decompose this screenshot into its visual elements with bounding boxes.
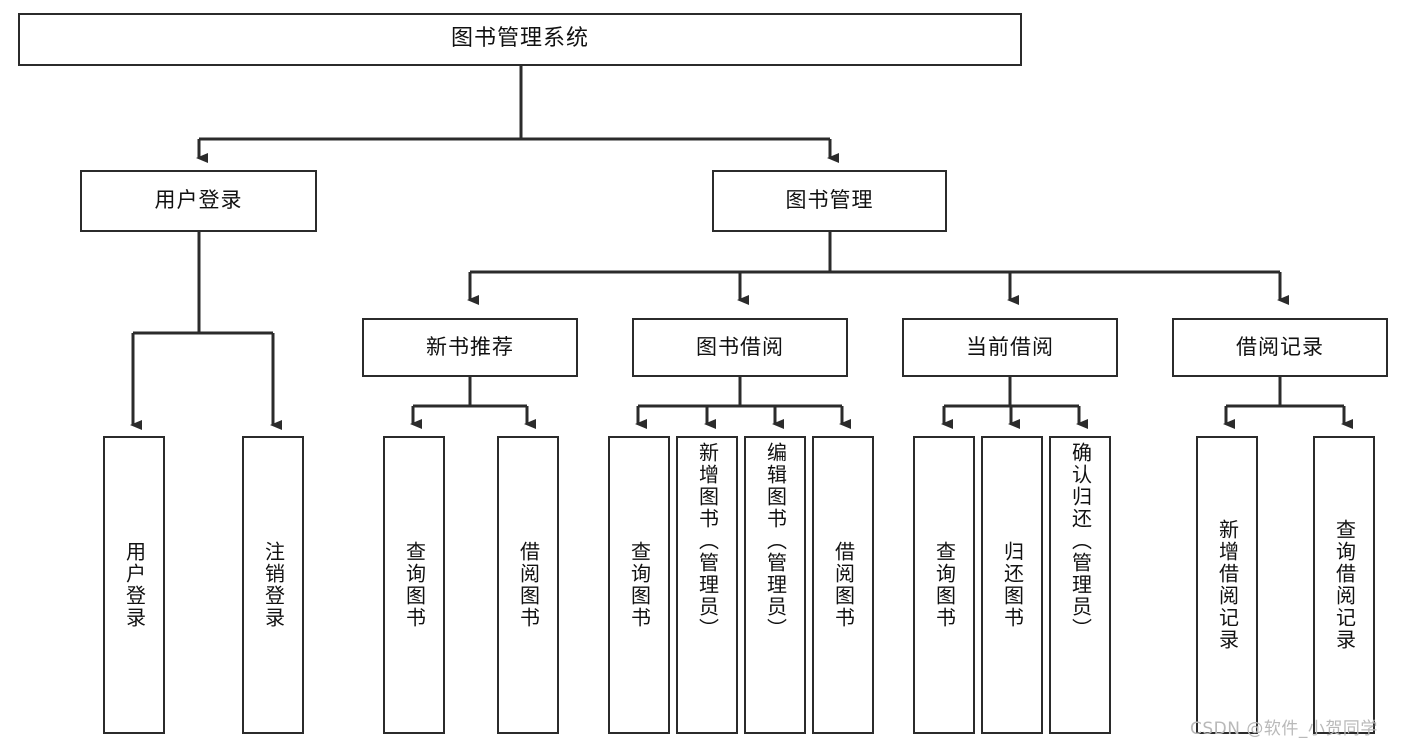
node-book-borrow[interactable]: 图书借阅	[632, 318, 848, 377]
watermark: CSDN @软件_小贺同学	[1190, 719, 1378, 739]
node-user-login[interactable]: 用户登录	[80, 170, 317, 232]
leaf-current-confirm-return-admin[interactable]: 确认归还（管理员）	[1049, 436, 1111, 734]
leaf-inner: 查询图书	[915, 438, 973, 732]
leaf-recommend-borrow-book-label: 借阅图书	[516, 541, 541, 629]
node-current-borrow[interactable]: 当前借阅	[902, 318, 1118, 377]
leaf-inner: 用户登录	[105, 438, 163, 732]
leaf-inner: 注销登录	[244, 438, 302, 732]
leaf-borrow-add-book-admin-label: 新增图书（管理员）	[695, 442, 720, 640]
node-book-borrow-label: 图书借阅	[696, 334, 784, 359]
node-root-system[interactable]: 图书管理系统	[18, 13, 1022, 66]
node-borrow-record-label: 借阅记录	[1236, 334, 1324, 359]
leaf-record-add-record[interactable]: 新增借阅记录	[1196, 436, 1258, 734]
leaf-inner: 确认归还（管理员）	[1051, 438, 1109, 736]
leaf-inner: 查询图书	[385, 438, 443, 732]
leaf-current-query-book[interactable]: 查询图书	[913, 436, 975, 734]
node-new-book-recommend[interactable]: 新书推荐	[362, 318, 578, 377]
leaf-current-query-book-label: 查询图书	[932, 541, 957, 629]
node-book-management[interactable]: 图书管理	[712, 170, 947, 232]
leaf-user-login-signin[interactable]: 用户登录	[103, 436, 165, 734]
leaf-record-query-record[interactable]: 查询借阅记录	[1313, 436, 1375, 734]
leaf-borrow-edit-book-admin-label: 编辑图书（管理员）	[763, 442, 788, 640]
leaf-borrow-edit-book-admin[interactable]: 编辑图书（管理员）	[744, 436, 806, 734]
leaf-inner: 编辑图书（管理员）	[746, 438, 804, 736]
node-root-system-label: 图书管理系统	[450, 26, 589, 52]
node-current-borrow-label: 当前借阅	[966, 334, 1054, 359]
leaf-current-return-book-label: 归还图书	[1000, 541, 1025, 629]
leaf-record-add-record-label: 新增借阅记录	[1215, 519, 1240, 651]
leaf-recommend-query-book[interactable]: 查询图书	[383, 436, 445, 734]
leaf-user-login-signout[interactable]: 注销登录	[242, 436, 304, 734]
leaf-inner: 借阅图书	[499, 438, 557, 732]
leaf-inner: 查询图书	[610, 438, 668, 732]
leaf-borrow-query-book-label: 查询图书	[627, 541, 652, 629]
node-new-book-recommend-label: 新书推荐	[426, 334, 514, 359]
leaf-user-login-signout-label: 注销登录	[261, 541, 286, 629]
leaf-borrow-borrow-book-label: 借阅图书	[831, 541, 856, 629]
leaf-record-query-record-label: 查询借阅记录	[1332, 519, 1357, 651]
leaf-inner: 查询借阅记录	[1315, 438, 1373, 732]
leaf-inner: 新增借阅记录	[1198, 438, 1256, 732]
leaf-inner: 归还图书	[983, 438, 1041, 732]
leaf-borrow-query-book[interactable]: 查询图书	[608, 436, 670, 734]
leaf-current-confirm-return-admin-label: 确认归还（管理员）	[1068, 442, 1093, 640]
leaf-borrow-add-book-admin[interactable]: 新增图书（管理员）	[676, 436, 738, 734]
node-user-login-label: 用户登录	[154, 188, 243, 213]
leaf-borrow-borrow-book[interactable]: 借阅图书	[812, 436, 874, 734]
leaf-user-login-signin-label: 用户登录	[122, 541, 147, 629]
leaf-recommend-borrow-book[interactable]: 借阅图书	[497, 436, 559, 734]
node-book-management-label: 图书管理	[785, 188, 874, 213]
leaf-inner: 新增图书（管理员）	[678, 438, 736, 736]
leaf-inner: 借阅图书	[814, 438, 872, 732]
node-borrow-record[interactable]: 借阅记录	[1172, 318, 1388, 377]
leaf-recommend-query-book-label: 查询图书	[402, 541, 427, 629]
leaf-current-return-book[interactable]: 归还图书	[981, 436, 1043, 734]
